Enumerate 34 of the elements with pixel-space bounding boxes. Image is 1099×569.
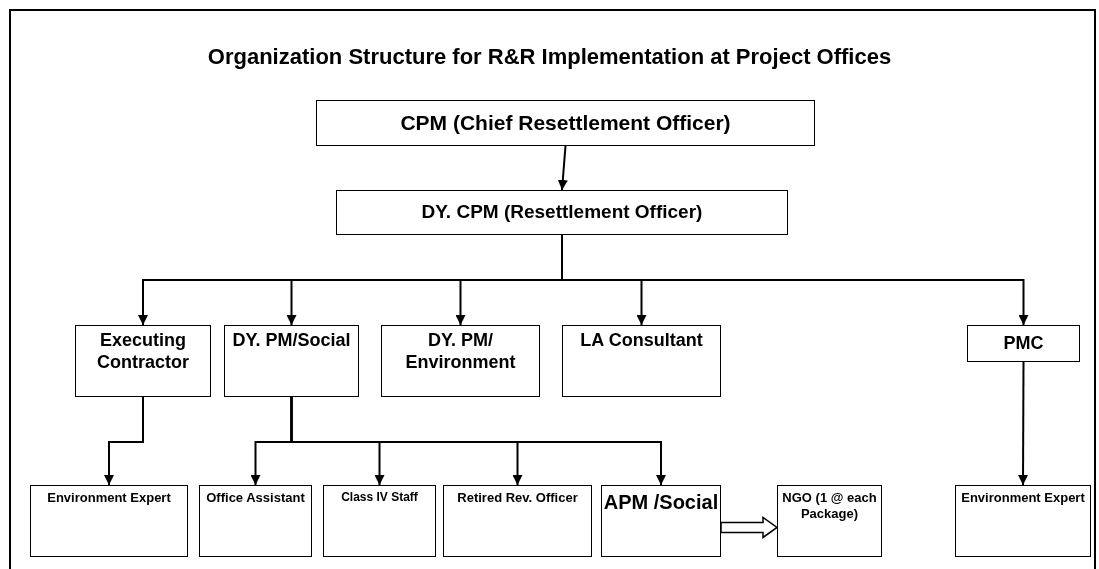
role-box bbox=[199, 485, 312, 557]
connector-arrow bbox=[1018, 361, 1029, 486]
role-label: DY. PM/Social bbox=[232, 330, 351, 352]
role-label: CPM (Chief Resettlement Officer) bbox=[400, 110, 731, 136]
diagram-title: Organization Structure for R&R Implementation at Project Offices bbox=[206, 44, 893, 70]
role-box bbox=[224, 325, 359, 397]
role-label: PMC bbox=[1003, 332, 1044, 355]
role-box bbox=[381, 325, 540, 397]
role-label: DY. CPM (Resettlement Officer) bbox=[421, 201, 703, 224]
role-label: NGO (1 @ each Package) bbox=[781, 490, 878, 522]
role-label: Retired Rev. Officer bbox=[457, 490, 578, 506]
role-box bbox=[601, 485, 721, 557]
role-box bbox=[75, 325, 211, 397]
role-box bbox=[967, 325, 1080, 362]
role-box bbox=[562, 325, 721, 397]
role-label: Class IV Staff bbox=[341, 490, 418, 505]
connector-arrow bbox=[557, 145, 568, 191]
role-box bbox=[955, 485, 1091, 557]
role-label: Executing Contractor bbox=[96, 330, 190, 374]
role-box bbox=[323, 485, 436, 557]
role-box bbox=[316, 100, 815, 146]
role-box bbox=[30, 485, 188, 557]
role-box bbox=[336, 190, 788, 235]
role-label: Environment Expert bbox=[961, 490, 1085, 506]
role-label: Office Assistant bbox=[206, 490, 305, 506]
role-label: Environment Expert bbox=[47, 490, 171, 506]
role-box bbox=[777, 485, 882, 557]
connector-arrow bbox=[104, 396, 144, 486]
role-label: DY. PM/ Environment bbox=[404, 330, 517, 374]
connector-arrow bbox=[290, 396, 666, 486]
block-arrow bbox=[720, 516, 779, 539]
role-box bbox=[443, 485, 592, 557]
role-label: LA Consultant bbox=[580, 330, 703, 352]
role-label: APM /Social bbox=[603, 490, 719, 514]
